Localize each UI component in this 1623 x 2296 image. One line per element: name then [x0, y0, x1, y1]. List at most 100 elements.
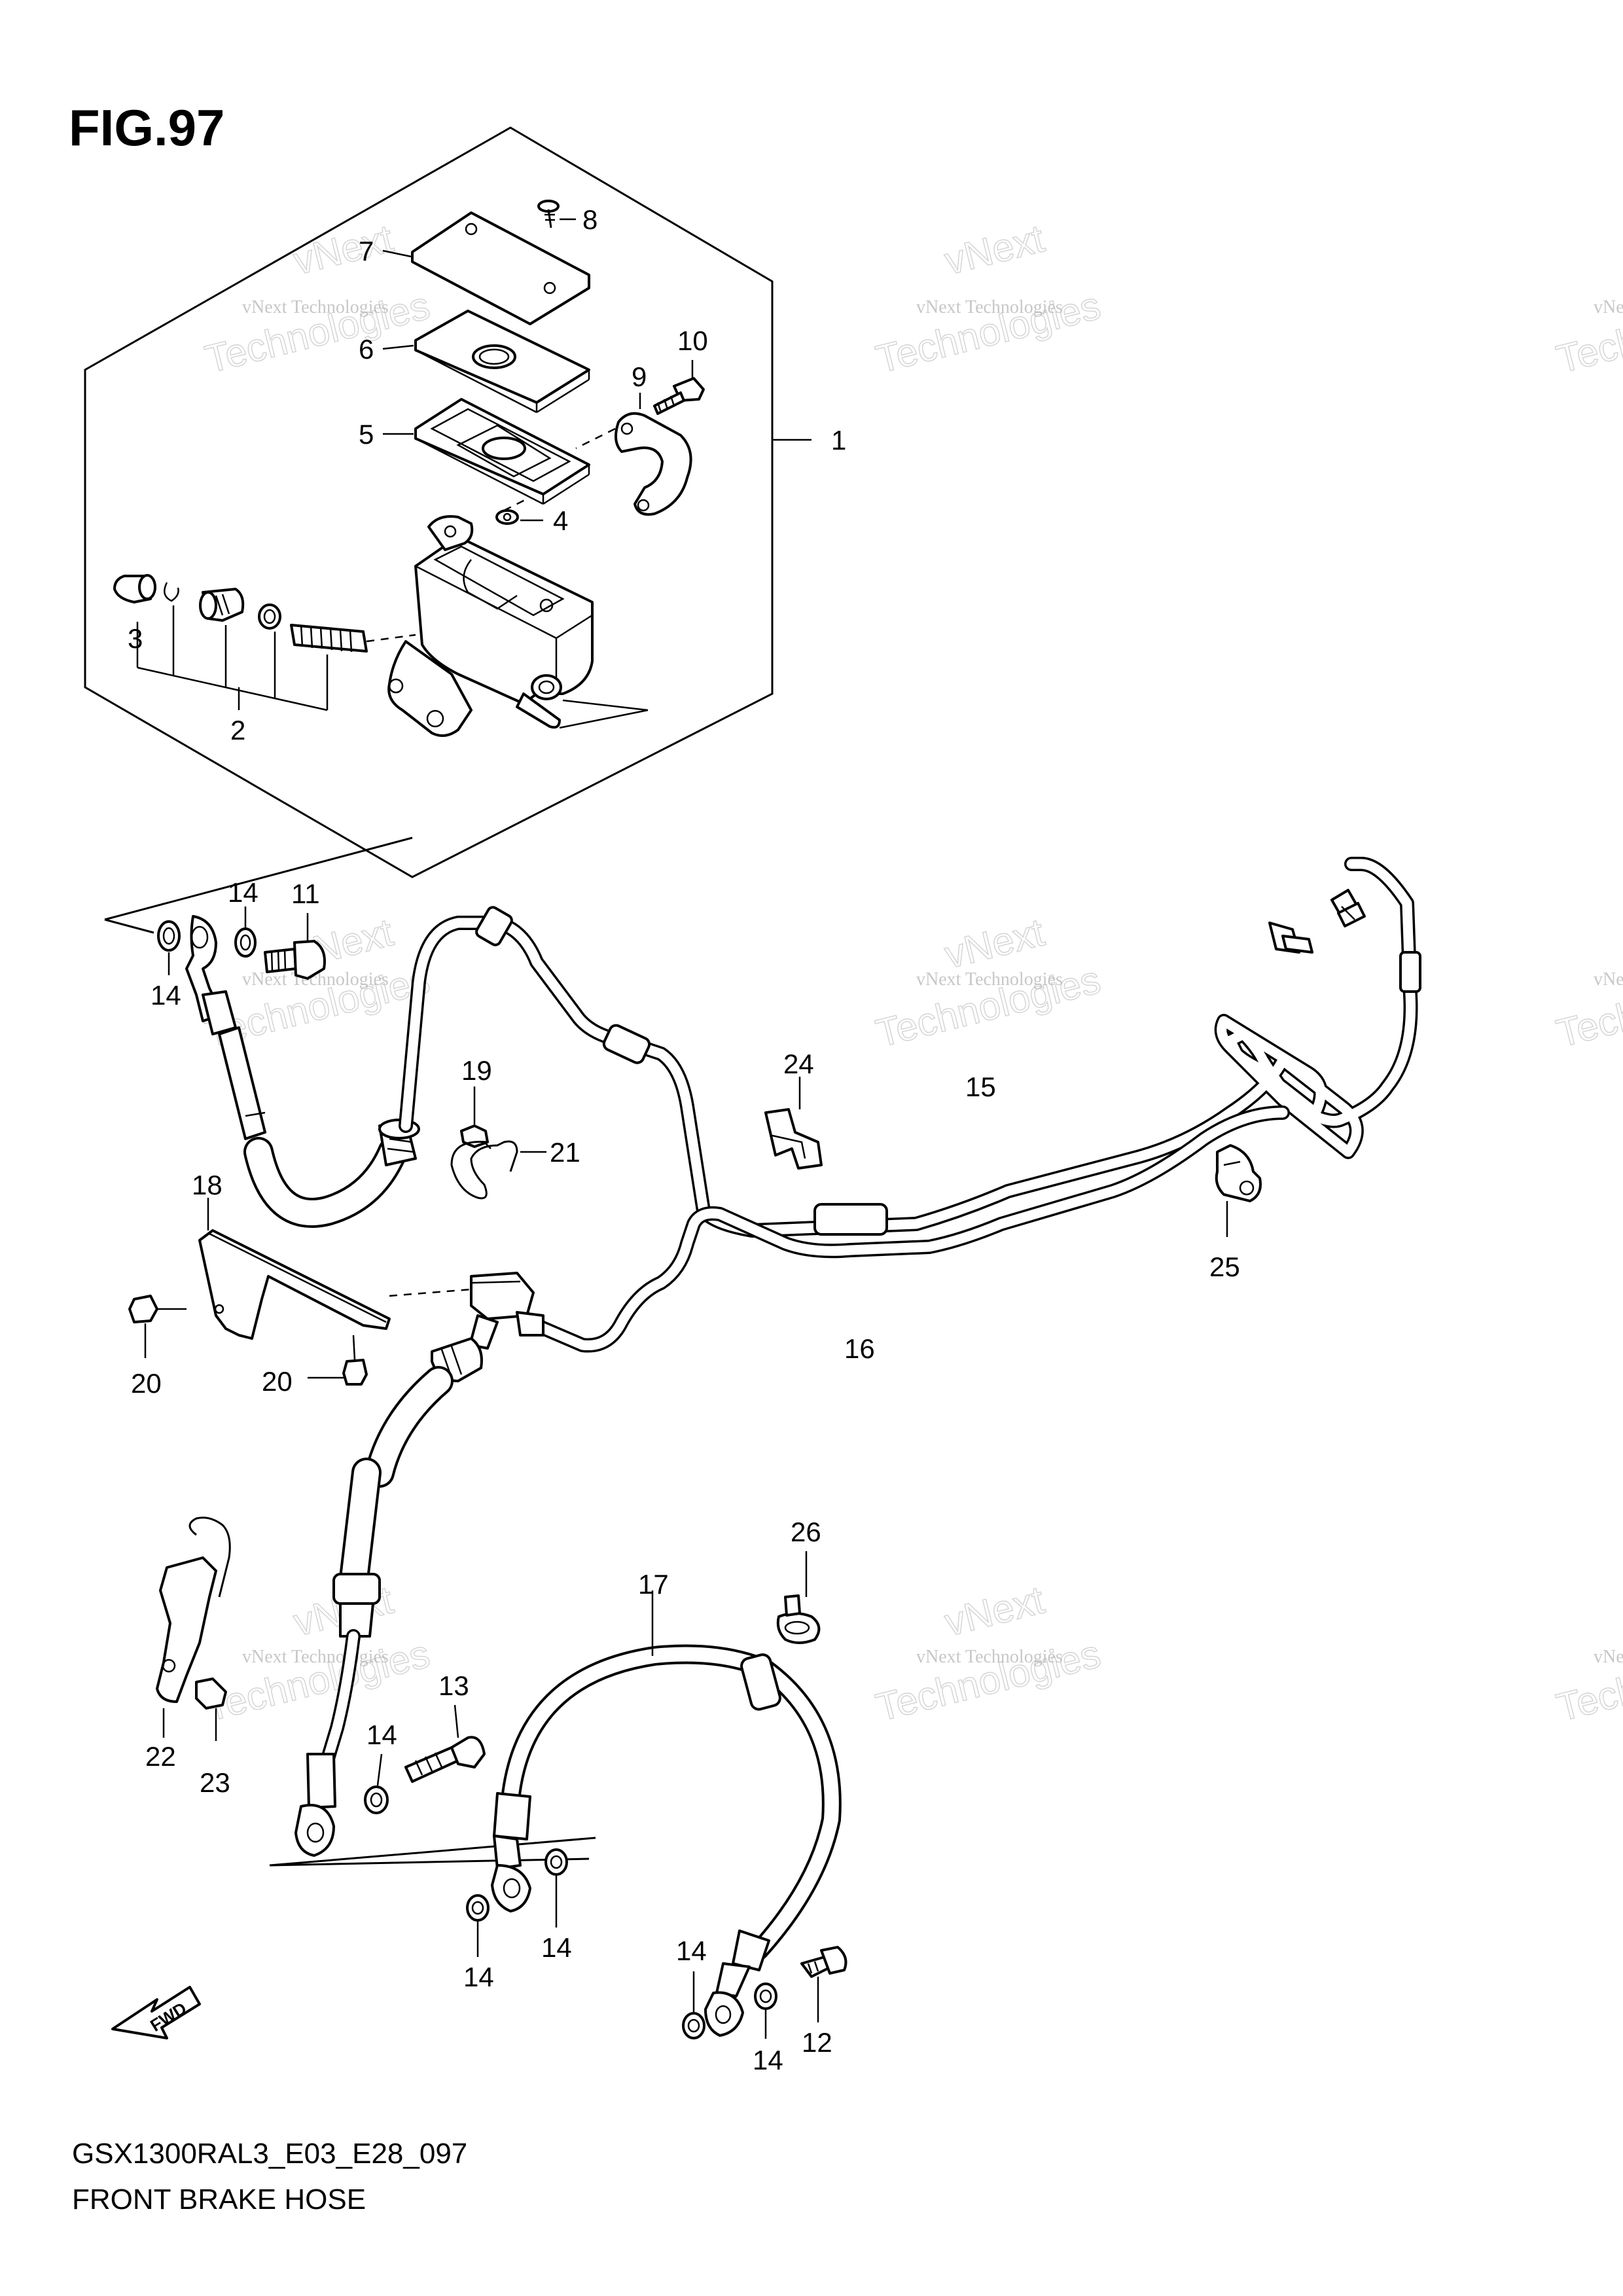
bolt-part-23 [195, 1677, 227, 1741]
watermark: vNext Technologies Technologies [1552, 957, 1623, 1056]
callout-12: 12 [802, 2027, 832, 2058]
watermark: vNext vNext Technologies Technologies [871, 216, 1105, 382]
reservoir-cap-part-7 [382, 211, 590, 325]
pipe-grommets [475, 906, 1421, 1236]
callout-10: 10 [677, 325, 708, 356]
brake-pipe-part-16 [529, 1105, 1290, 1353]
washer-part-14 [682, 1971, 705, 2039]
washer-part-14 [157, 920, 181, 975]
pipe-fitting-right [1268, 889, 1366, 954]
callout-20: 20 [262, 1366, 293, 1397]
callout-16: 16 [844, 1333, 875, 1364]
part-4 [495, 496, 543, 525]
svg-text:vNext Technologies: vNext Technologies [916, 297, 1063, 317]
svg-text:vNext: vNext [940, 1577, 1048, 1644]
callout-19: 19 [461, 1055, 492, 1086]
callout-5: 5 [359, 419, 374, 450]
fwd-arrow: FWD [111, 1986, 201, 2039]
washer-part-14 [754, 1982, 777, 2039]
callout-23: 23 [200, 1767, 230, 1798]
callout-13: 13 [438, 1670, 469, 1701]
leader-line [104, 836, 413, 921]
callout-21: 21 [550, 1137, 580, 1168]
watermark: vNext vNext Technologies Technologies [871, 910, 1105, 1056]
watermark: vNext Technologies Technologies [1552, 1631, 1623, 1730]
leader-line [269, 1857, 590, 1867]
callout-layer: 1 2 3 4 5 6 7 8 9 10 11 12 13 14 14 14 1… [128, 204, 1240, 2075]
master-cylinder-body [387, 515, 649, 737]
watermark: vNext Technologies Technologies [1552, 283, 1623, 382]
washer-part-14 [466, 1894, 490, 1957]
svg-text:vNext Technologies: vNext Technologies [1594, 297, 1623, 317]
callout-1: 1 [831, 425, 846, 456]
bracket-part-22 [156, 1516, 231, 1738]
watermark: vNext vNext Technologies Technologies [200, 1577, 435, 1731]
leader-line [104, 918, 154, 934]
handlebar-clamp-part-9 [575, 393, 692, 516]
svg-text:vNext Technologies: vNext Technologies [1594, 969, 1623, 990]
callout-11: 11 [291, 878, 320, 909]
brake-hose-lower [294, 1337, 483, 1857]
watermark: vNext vNext Technologies Technologies [871, 1577, 1105, 1731]
svg-text:vNext: vNext [289, 216, 397, 283]
diaphragm-plate-part-6 [382, 310, 590, 414]
callout-14: 14 [676, 1935, 707, 1966]
callout-4: 4 [553, 505, 568, 536]
callout-17: 17 [638, 1569, 669, 1600]
callout-24: 24 [783, 1049, 814, 1079]
model-code: GSX1300RAL3_E03_E28_097 [72, 2138, 467, 2170]
callout-22: 22 [145, 1741, 176, 1772]
callout-9: 9 [632, 361, 647, 392]
callout-14: 14 [753, 2045, 783, 2075]
callout-25: 25 [1209, 1251, 1240, 1282]
callout-20: 20 [131, 1368, 162, 1399]
bolt-part-20 [308, 1335, 368, 1386]
callout-14: 14 [151, 980, 181, 1011]
brake-hose-part-17 [491, 1590, 842, 2037]
callout-8: 8 [582, 204, 597, 235]
callout-6: 6 [359, 334, 374, 365]
callout-3: 3 [128, 623, 143, 654]
svg-text:vNext Technologies: vNext Technologies [242, 1647, 389, 1667]
bolt-part-12 [800, 1946, 847, 2022]
assembly-outline [84, 126, 774, 878]
callout-14: 14 [366, 1719, 397, 1750]
bolt-part-20 [128, 1295, 187, 1358]
svg-text:vNext: vNext [940, 910, 1048, 977]
figure-title: FIG.97 [69, 99, 224, 156]
callout-14: 14 [228, 877, 259, 908]
washer-part-14 [364, 1753, 389, 1814]
watermark: vNext vNext Technologies Technologies [200, 216, 435, 382]
svg-text:vNext Technologies: vNext Technologies [916, 969, 1063, 990]
callout-7: 7 [359, 236, 374, 266]
svg-text:vNext Technologies: vNext Technologies [1594, 1647, 1623, 1667]
leader-line [269, 1837, 596, 1867]
svg-text:vNext Technologies: vNext Technologies [242, 297, 389, 317]
piston-kit-part-2 [113, 574, 416, 711]
svg-text:vNext Technologies: vNext Technologies [916, 1647, 1063, 1667]
pipe-clamp-part-25 [1215, 1144, 1262, 1237]
bolt-part-19 [460, 1086, 491, 1149]
bracket-part-18 [198, 1198, 472, 1340]
brake-hose-upper [185, 915, 420, 1229]
callout-14: 14 [541, 1932, 572, 1963]
callout-2: 2 [230, 715, 245, 745]
banjo-bolt-part-13 [404, 1704, 486, 1783]
callout-14: 14 [463, 1962, 494, 1992]
banjo-bolt-part-11 [264, 913, 326, 980]
section-name: FRONT BRAKE HOSE [72, 2183, 366, 2215]
callout-15: 15 [965, 1071, 996, 1102]
junction-block [469, 1272, 544, 1350]
svg-text:vNext: vNext [940, 216, 1048, 283]
washer-part-14 [544, 1848, 568, 1928]
diaphragm-part-5 [383, 398, 590, 505]
screw-part-8 [537, 200, 576, 228]
callout-26: 26 [791, 1516, 821, 1547]
clamp-part-26 [776, 1551, 821, 1644]
washer-part-14 [234, 906, 257, 958]
pipe-clip-part-24 [764, 1077, 823, 1170]
clip-part-21 [450, 1140, 546, 1200]
callout-18: 18 [192, 1170, 223, 1200]
bolt-part-10 [653, 360, 705, 415]
